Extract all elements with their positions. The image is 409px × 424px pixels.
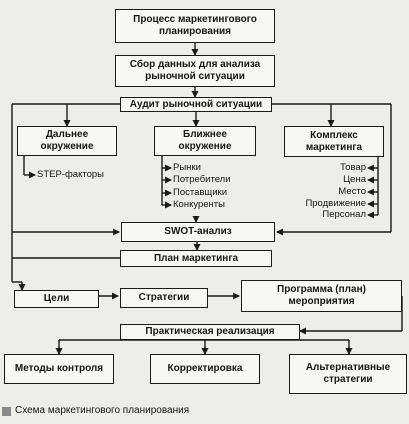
near-item-consumers: Потребители: [173, 174, 231, 185]
figure-caption: Схема маркетингового планирования: [2, 405, 189, 417]
swot-box: SWOT-анализ: [121, 222, 275, 242]
far-item-step: STEP-факторы: [37, 169, 104, 180]
correction-label: Корректировка: [167, 363, 243, 374]
marketing-mix-label: Комплекс маркетинга: [305, 129, 363, 153]
control-methods-label: Методы контроля: [14, 363, 104, 374]
data-collection-box: Сбор данных для анализа рыночной ситуаци…: [115, 55, 275, 87]
alt-strategies-label: Альтернативные стратегии: [305, 362, 391, 385]
audit-label: Аудит рыночной ситуации: [129, 98, 263, 110]
marketing-plan-box: План маркетинга: [120, 250, 272, 267]
correction-box: Корректировка: [150, 354, 260, 384]
square-bullet-icon: [2, 406, 11, 416]
near-item-competitors: Конкуренты: [173, 199, 225, 210]
marketing-plan-label: План маркетинга: [153, 252, 239, 264]
mix-item-price: Цена: [343, 174, 366, 185]
control-methods-box: Методы контроля: [4, 354, 114, 384]
far-environment-box: Дальнее окружение: [17, 126, 117, 156]
figure-caption-text: Схема маркетингового планирования: [15, 405, 190, 416]
implementation-label: Практическая реализация: [145, 326, 275, 337]
strategies-label: Стратегии: [138, 292, 190, 303]
alt-strategies-box: Альтернативные стратегии: [289, 354, 407, 394]
mix-item-promotion: Продвижение: [305, 198, 366, 209]
far-environment-label: Дальнее окружение: [40, 129, 94, 152]
program-label: Программа (план) мероприятия: [277, 284, 366, 307]
near-environment-box: Ближнее окружение: [154, 126, 256, 156]
process-label: Процесс маркетингового планирования: [133, 14, 257, 37]
mix-item-personnel: Персонал: [322, 209, 366, 220]
strategies-box: Стратегии: [120, 288, 208, 308]
near-item-suppliers: Поставщики: [173, 187, 228, 198]
audit-box: Аудит рыночной ситуации: [120, 97, 272, 112]
mix-item-place: Место: [338, 186, 366, 197]
program-box: Программа (план) мероприятия: [241, 280, 402, 312]
near-environment-label: Ближнее окружение: [178, 129, 232, 152]
data-collection-label: Сбор данных для анализа рыночной ситуаци…: [129, 59, 261, 82]
near-item-markets: Рынки: [173, 162, 201, 173]
goals-label: Цели: [43, 293, 70, 304]
marketing-mix-box: Комплекс маркетинга: [284, 126, 384, 157]
swot-label: SWOT-анализ: [164, 226, 232, 237]
goals-box: Цели: [14, 290, 99, 308]
mix-item-product: Товар: [340, 162, 366, 173]
implementation-box: Практическая реализация: [120, 324, 300, 340]
process-box: Процесс маркетингового планирования: [115, 9, 275, 43]
